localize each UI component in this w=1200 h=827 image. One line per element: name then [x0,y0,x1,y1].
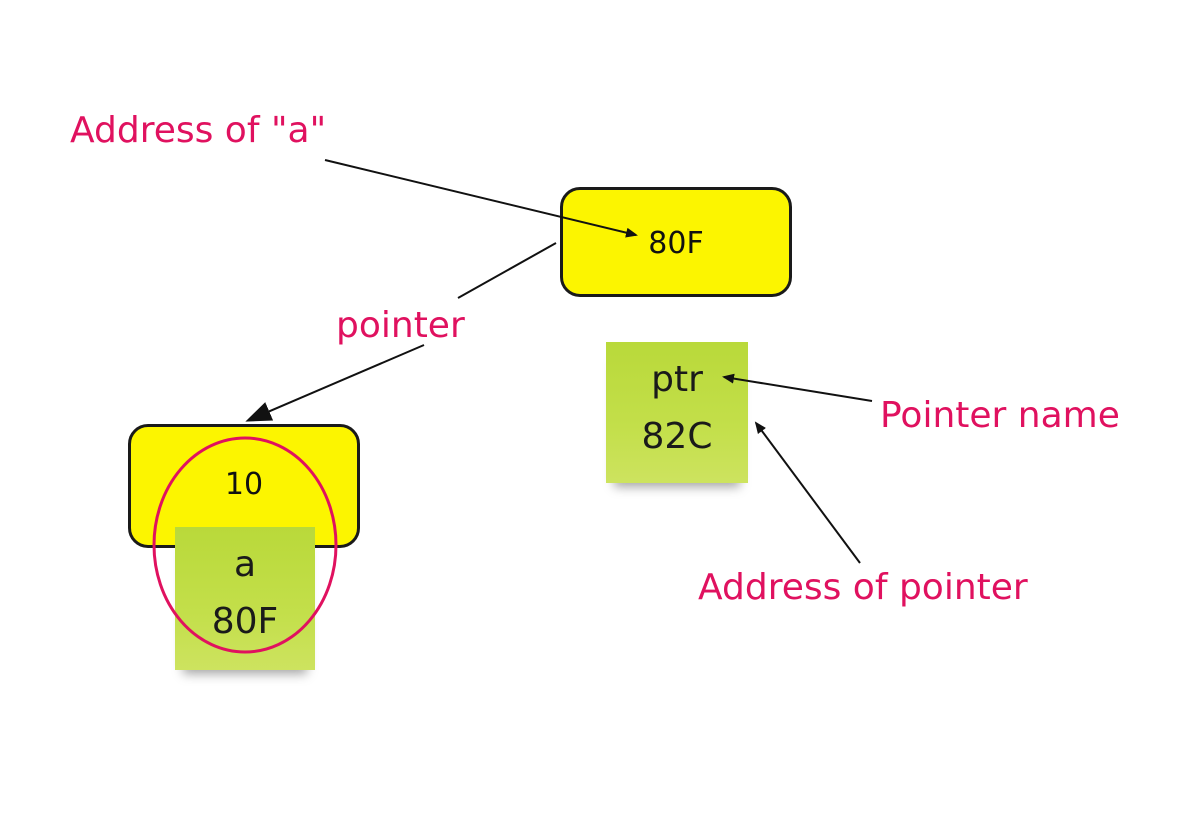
pointer-value-box: 80F [560,187,792,297]
variable-note: a 80F [175,527,315,670]
address-of-a-label: Address of "a" [70,110,327,151]
address-of-pointer-label: Address of pointer [698,567,1028,608]
pointer-arrow-upper [457,242,557,299]
pointer-name-arrow [722,373,873,402]
address-of-pointer-arrow [754,421,861,564]
highlight-circle [152,436,338,654]
pointer-value-text: 80F [648,226,704,261]
variable-address: 80F [211,601,279,642]
pointer-name-label: Pointer name [880,395,1120,436]
variable-value-text: 10 [224,467,264,502]
pointer-label: pointer [336,305,465,346]
pointer-note-address: 82C [641,416,713,457]
pointer-arrow-lower [245,344,425,422]
pointer-note-name: ptr [651,359,703,400]
address-of-a-arrow [324,159,638,238]
pointer-note: ptr 82C [606,342,748,483]
variable-name: a [233,544,257,585]
